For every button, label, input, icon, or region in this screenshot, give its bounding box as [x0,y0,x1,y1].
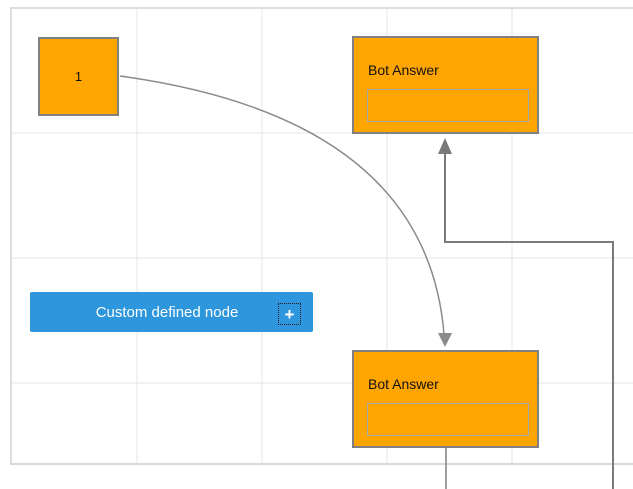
node-bot-answer-top[interactable]: Bot Answer [352,36,539,134]
plus-icon: + [284,304,295,324]
node-start-label: 1 [74,69,83,84]
up-arrowhead-icon [438,138,452,154]
orthogonal-connector[interactable] [438,138,614,489]
node-bot-answer-bottom[interactable]: Bot Answer [352,350,539,448]
bot-answer-field[interactable] [367,89,529,122]
down-arrowhead-icon [438,333,452,347]
node-start[interactable]: 1 [38,37,119,116]
node-custom-defined[interactable]: Custom defined node + [30,292,313,332]
add-port-button[interactable]: + [278,303,301,325]
bot-answer-title: Bot Answer [368,376,439,392]
bot-answer-field[interactable] [367,403,529,436]
bot-answer-title: Bot Answer [368,62,439,78]
curved-connector[interactable] [119,75,452,347]
custom-node-label: Custom defined node [95,303,239,321]
